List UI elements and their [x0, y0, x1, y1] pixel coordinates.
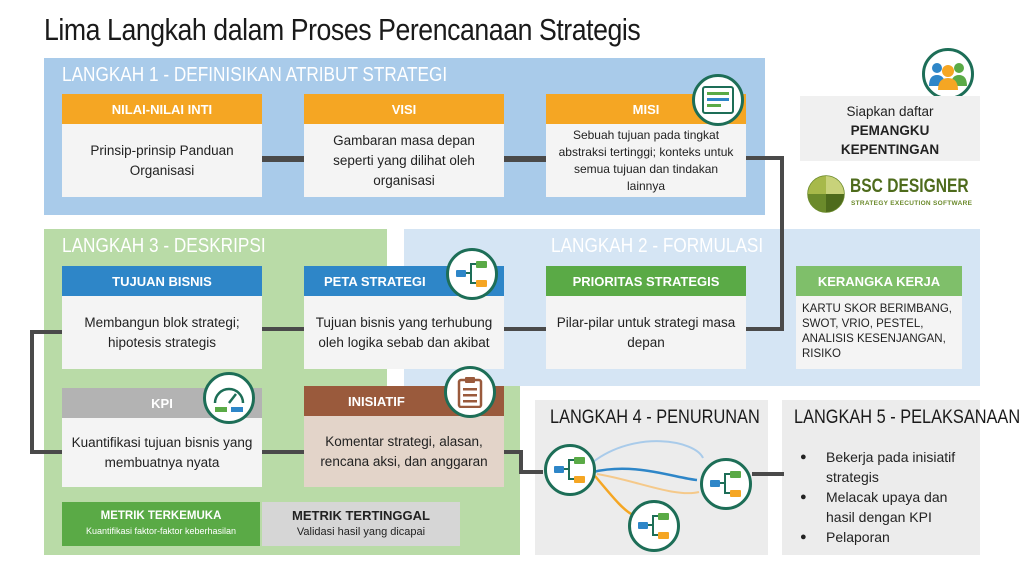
framework-header: KERANGKA KERJA [796, 266, 962, 296]
bsc-designer-logo: BSC DESIGNER STRATEGY EXECUTION SOFTWARE [807, 175, 977, 215]
kpi-body: Kuantifikasi tujuan bisnis yang membuatn… [62, 418, 262, 487]
strategic-priorities-body: Pilar-pilar untuk strategi masa depan [546, 296, 746, 369]
mission-body: Sebuah tujuan pada tingkat abstraksi ter… [546, 124, 746, 197]
connector-line [519, 450, 523, 474]
logo-tagline: STRATEGY EXECUTION SOFTWARE [851, 200, 973, 207]
lagging-metrics-desc: Validasi hasil yang dicapai [296, 526, 426, 538]
list-item: Bekerja pada inisiatif strategis [800, 447, 975, 487]
step4-label: LANGKAH 4 - PENURUNAN [550, 407, 760, 428]
step2-label: LANGKAH 2 - FORMULASI [551, 235, 764, 257]
gauge-icon [203, 372, 255, 424]
initiative-body: Komentar strategi, alasan, rencana aksi,… [304, 416, 504, 487]
document-lines-icon [692, 74, 744, 126]
connector-line [746, 327, 784, 331]
stakeholders-line1: Siapkan daftar [846, 104, 934, 119]
core-values-body: Prinsip-prinsip Panduan Organisasi [62, 124, 262, 197]
strategic-priorities-header: PRIORITAS STRATEGIS [546, 266, 746, 296]
strategy-map-icon [700, 458, 752, 510]
step3-label: LANGKAH 3 - DESKRIPSI [62, 235, 266, 257]
page-title: Lima Langkah dalam Proses Perencanaan St… [44, 12, 641, 47]
logo-mark-icon [807, 175, 845, 213]
strategy-map-icon [544, 444, 596, 496]
strategy-map-body: Tujuan bisnis yang terhubung oleh logika… [304, 296, 504, 369]
connector-line [780, 156, 784, 331]
cascading-diagram [592, 440, 704, 518]
framework-body: KARTU SKOR BERIMBANG, SWOT, VRIO, PESTEL… [796, 296, 962, 369]
step1-label: LANGKAH 1 - DEFINISIKAN ATRIBUT STRATEGI [62, 64, 448, 86]
business-goals-header: TUJUAN BISNIS [62, 266, 262, 296]
lagging-metrics-box: METRIK TERTINGGAL Validasi hasil yang di… [262, 502, 460, 546]
stakeholders-box: Siapkan daftar PEMANGKU KEPENTINGAN [800, 96, 980, 161]
leading-metrics-title: METRIK TERKEMUKA [100, 510, 222, 522]
connector-line [262, 450, 306, 454]
strategy-map-icon [446, 248, 498, 300]
strategy-map-icon [628, 500, 680, 552]
connector-line [262, 327, 306, 331]
logo-name: BSC DESIGNER [850, 176, 969, 197]
vision-header: VISI [304, 94, 504, 124]
vision-body: Gambaran masa depan seperti yang dilihat… [304, 124, 504, 197]
connector-line [504, 156, 548, 162]
connector-line [746, 156, 784, 160]
execution-list: Bekerja pada inisiatif strategis Melacak… [800, 447, 975, 547]
business-goals-body: Membangun blok strategi; hipotesis strat… [62, 296, 262, 369]
stakeholders-icon [922, 48, 974, 100]
connector-line [30, 330, 34, 454]
connector-line [503, 450, 523, 454]
stakeholders-line2: PEMANGKU KEPENTINGAN [840, 123, 940, 157]
list-item: Pelaporan [800, 527, 975, 547]
clipboard-icon [444, 366, 496, 418]
leading-metrics-desc: Kuantifikasi faktor-faktor keberhasilan [85, 526, 237, 536]
leading-metrics-box: METRIK TERKEMUKA Kuantifikasi faktor-fak… [62, 502, 260, 546]
connector-line [504, 327, 548, 331]
connector-line [262, 156, 306, 162]
connector-line [519, 470, 543, 474]
step5-label: LANGKAH 5 - PELAKSANAAN [794, 407, 1021, 428]
connector-line [752, 472, 784, 476]
connector-line [30, 450, 62, 454]
list-item: Melacak upaya dan hasil dengan KPI [800, 487, 975, 527]
core-values-header: NILAI-NILAI INTI [62, 94, 262, 124]
lagging-metrics-title: METRIK TERTINGGAL [292, 508, 430, 523]
connector-line [30, 330, 62, 334]
